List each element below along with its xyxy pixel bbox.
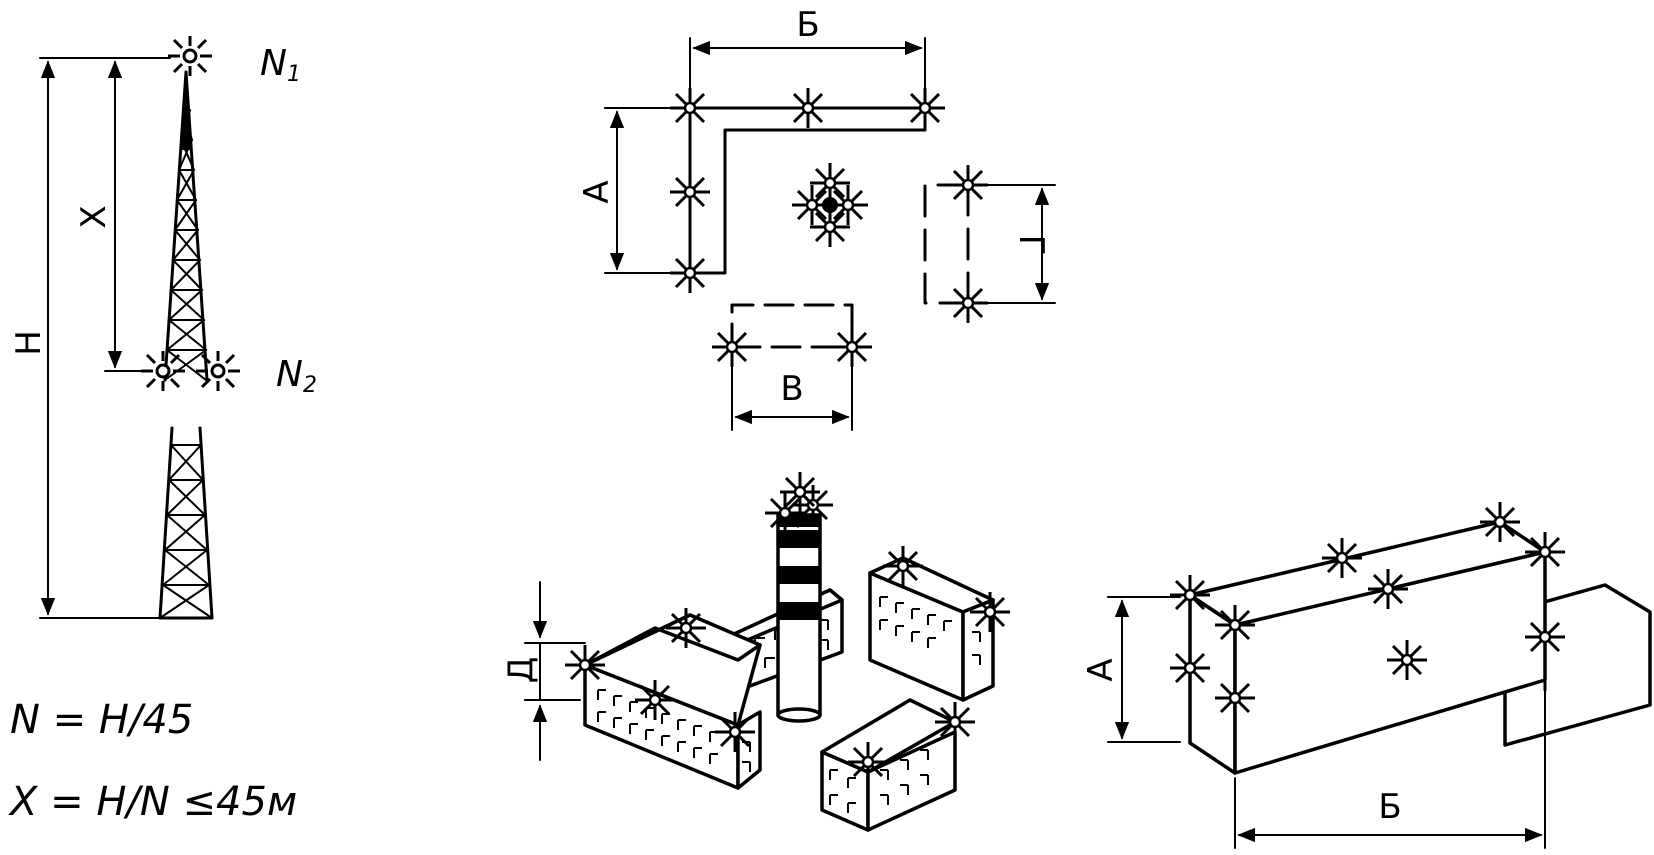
long-building-isometric: А Б	[1081, 500, 1652, 849]
building-light-4-icon	[713, 710, 757, 754]
formula-light-spacing: X = H/N ≤45м	[8, 779, 297, 825]
long-building-light-4-icon	[1213, 676, 1257, 720]
building-group-isometric: Д	[501, 470, 1012, 832]
long-building-light-3-icon	[1168, 646, 1212, 690]
plan-label-a: А	[577, 180, 617, 203]
chimney-top-light-back-icon	[778, 470, 822, 514]
antenna-tower: H X N1 N2	[9, 34, 317, 620]
building-label-d: Д	[501, 657, 541, 684]
long-building-light-10-icon	[1385, 638, 1429, 682]
long-building-label-b: Б	[1378, 787, 1401, 827]
building-light-8-icon	[846, 740, 890, 784]
plan-label-b: Б	[796, 5, 819, 45]
tower-top-light-icon	[166, 34, 214, 78]
top-light-label: N1	[260, 43, 301, 87]
tower-mid-light-right-icon	[194, 349, 242, 393]
plan-label-g: Г	[1011, 235, 1051, 256]
building-light-2-icon	[664, 606, 708, 650]
plan-light-side-icon	[668, 170, 712, 214]
plan-light-mid-icon	[786, 86, 830, 130]
building-light-1-icon	[563, 643, 607, 687]
plan-view: Б А Г В	[577, 5, 1056, 431]
spacing-label: X	[74, 205, 114, 228]
long-building-light-5-icon	[1320, 536, 1364, 580]
long-building-light-6-icon	[1478, 500, 1522, 544]
long-building-label-a: А	[1081, 658, 1121, 681]
plan-label-v: В	[780, 369, 803, 409]
plan-light-right-bottom-icon	[946, 281, 990, 325]
building-light-6-icon	[968, 590, 1012, 634]
building-light-7-icon	[933, 700, 977, 744]
building-light-3-icon	[633, 678, 677, 722]
height-label: H	[9, 330, 49, 356]
formula-light-count: N = H/45	[10, 697, 193, 743]
long-building-light-2-icon	[1213, 603, 1257, 647]
long-building-light-1-icon	[1168, 573, 1212, 617]
plan-light-right-top-icon	[946, 163, 990, 207]
building-light-5-icon	[881, 544, 925, 588]
long-building-light-9-icon	[1523, 615, 1567, 659]
striped-chimney	[763, 470, 835, 723]
long-building-light-7-icon	[1523, 530, 1567, 574]
long-building-light-8-icon	[1366, 567, 1410, 611]
mid-light-label: N2	[276, 354, 317, 398]
